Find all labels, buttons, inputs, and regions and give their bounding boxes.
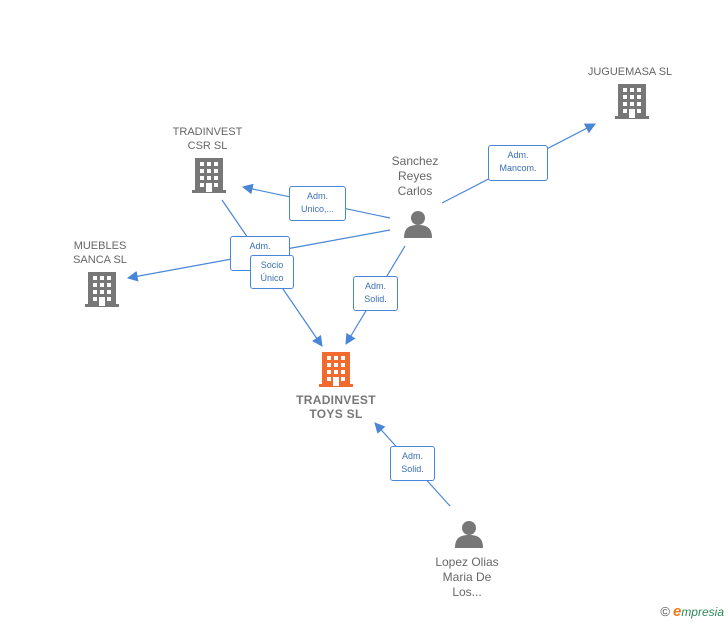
node-label-tradinvest-csr[interactable]: TRADINVEST CSR SL: [150, 125, 265, 153]
node-label-line: TOYS SL: [309, 407, 363, 421]
company-building-icon-muebles-sanca[interactable]: [85, 272, 119, 307]
edge-label-line: Solid.: [401, 464, 424, 474]
node-label-line: CSR SL: [187, 140, 228, 152]
brand-initial: e: [672, 603, 682, 620]
copyright-symbol: ©: [660, 604, 670, 619]
edge-label-line: Adm.: [401, 451, 423, 461]
edge-label-line: Mancom.: [499, 163, 537, 173]
node-label-tradinvest-toys[interactable]: TRADINVEST TOYS SL: [276, 393, 396, 421]
edge-label-line: Adm.: [249, 241, 271, 251]
person-icon-sanchez[interactable]: [404, 211, 432, 238]
edge-label-line: Único: [260, 273, 284, 283]
brand-name: mpresia: [681, 605, 724, 619]
edge-label-sanchez-csr[interactable]: Adm. Unico,...: [289, 186, 346, 221]
edge-label-line: Unico,...: [300, 204, 334, 214]
edge-label-sanchez-juguemasa[interactable]: Adm. Mancom.: [488, 145, 548, 181]
node-label-line: JUGUEMASA SL: [587, 66, 673, 78]
node-label-line: Reyes: [397, 169, 432, 183]
node-label-muebles-sanca[interactable]: MUEBLES SANCA SL: [45, 239, 155, 267]
company-building-icon-tradinvest-toys[interactable]: [319, 352, 353, 387]
edge-label-line: Adm.: [507, 150, 529, 160]
edge-label-line: Socio: [260, 260, 284, 270]
edge-label-sanchez-toys[interactable]: Adm. Solid.: [353, 276, 398, 311]
company-building-icon-tradinvest-csr[interactable]: [192, 158, 226, 193]
node-label-line: Sanchez: [391, 154, 439, 168]
company-building-icon-juguemasa[interactable]: [615, 84, 649, 119]
node-label-line: Lopez Olias: [435, 555, 499, 569]
edge-label-csr-toys[interactable]: Socio Único: [250, 255, 294, 289]
edge-label-line: Adm.: [364, 281, 386, 291]
brand-logo: ©empresia: [660, 603, 724, 620]
edge-label-lopez-toys[interactable]: Adm. Solid.: [390, 446, 435, 481]
node-label-line: TRADINVEST: [172, 126, 243, 138]
node-label-line: TRADINVEST: [296, 393, 376, 407]
node-label-lopez[interactable]: Lopez Olias Maria De Los...: [417, 555, 517, 600]
edge-label-line: Solid.: [364, 294, 387, 304]
node-label-line: Maria De: [442, 570, 492, 584]
edge-label-line: Adm.: [306, 191, 328, 201]
person-icon-lopez[interactable]: [455, 521, 483, 548]
node-label-line: Los...: [452, 585, 482, 599]
node-label-juguemasa[interactable]: JUGUEMASA SL: [570, 65, 690, 79]
node-label-sanchez[interactable]: Sanchez Reyes Carlos: [370, 154, 460, 199]
node-label-line: MUEBLES: [73, 240, 127, 252]
node-label-line: Carlos: [397, 184, 433, 198]
node-label-line: SANCA SL: [73, 254, 127, 266]
